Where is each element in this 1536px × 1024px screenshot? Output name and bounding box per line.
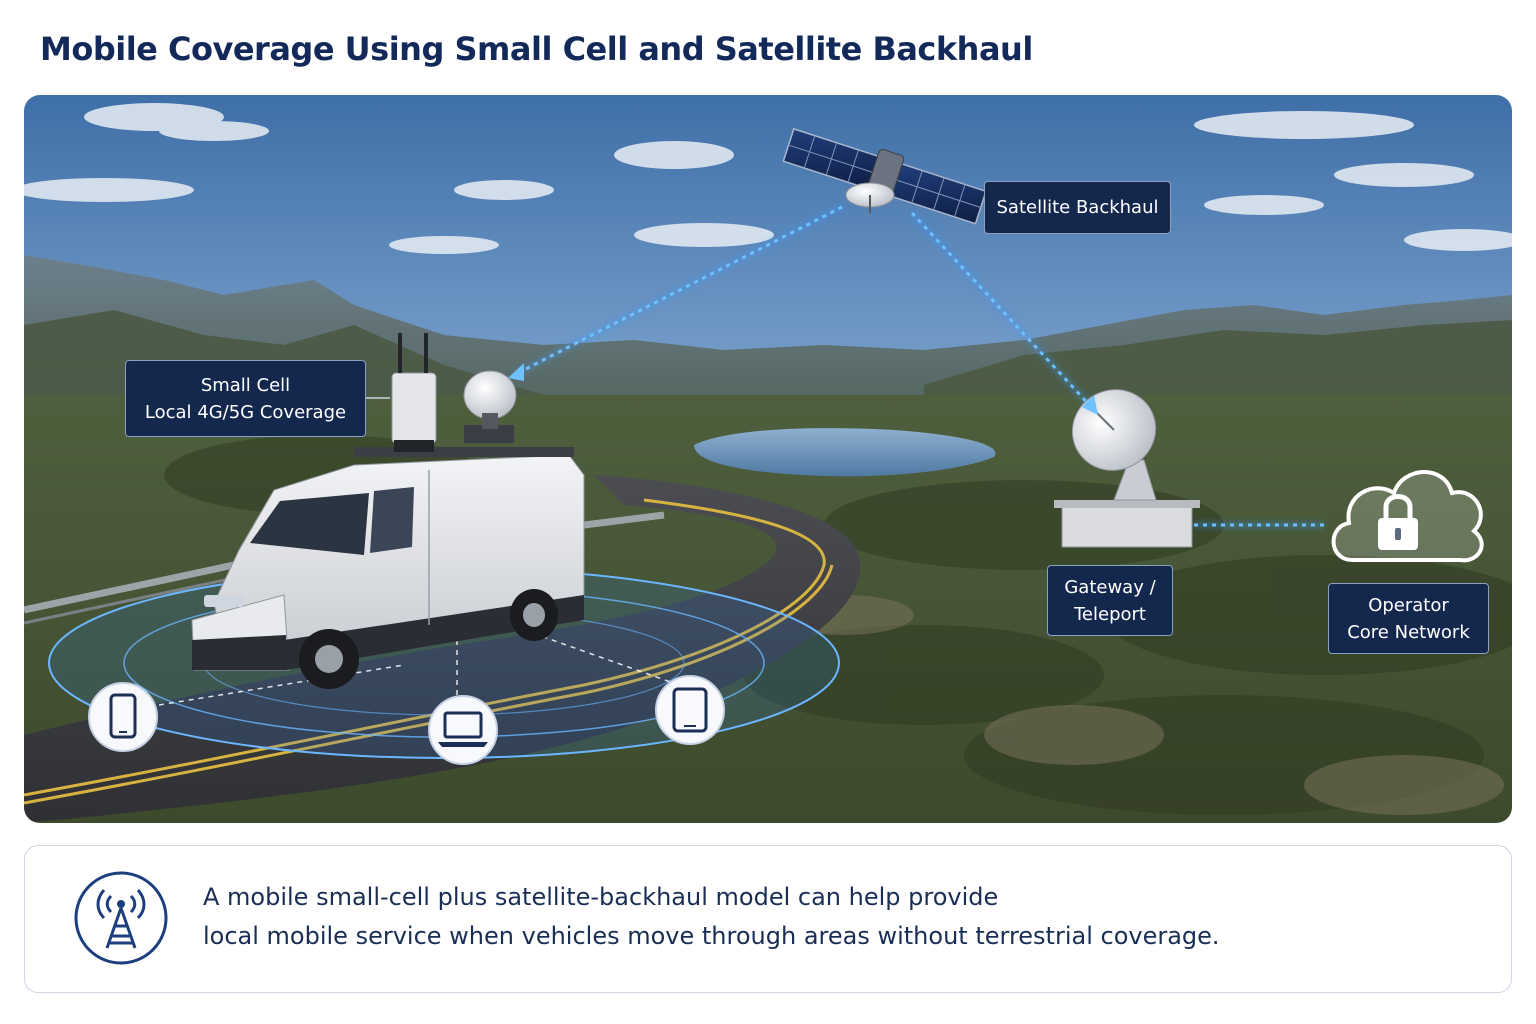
small-cell-label: Small Cell Local 4G/5G Coverage: [125, 360, 366, 437]
clouds: [24, 103, 1512, 254]
gateway-teleport-label: Gateway / Teleport: [1047, 565, 1173, 636]
satellite-to-van-link: [513, 205, 843, 377]
satellite-backhaul-text: Satellite Backhaul: [996, 197, 1159, 218]
operator-core-network-label: Operator Core Network: [1328, 583, 1489, 654]
caption-line2: local mobile service when vehicles move …: [203, 922, 1220, 950]
small-cell-subtitle: Local 4G/5G Coverage: [144, 401, 347, 423]
caption-box: A mobile small-cell plus satellite-backh…: [24, 845, 1512, 993]
page-title: Mobile Coverage Using Small Cell and Sat…: [40, 30, 1033, 68]
satellite-backhaul-label: Satellite Backhaul: [984, 181, 1171, 234]
gateway-line2: Teleport: [1074, 603, 1146, 625]
satellite-links: [508, 204, 1324, 528]
laptop-icon: [428, 695, 498, 765]
operator-line1: Operator: [1368, 594, 1449, 616]
operator-line2: Core Network: [1347, 621, 1470, 643]
cell-tower-icon: [73, 870, 169, 966]
cloud-lock-icon: [1331, 470, 1484, 563]
caption-line1: A mobile small-cell plus satellite-backh…: [203, 883, 999, 911]
small-cell-title: Small Cell: [200, 374, 291, 396]
scene-illustration: Satellite Backhaul Small Cell Local 4G/5…: [24, 95, 1512, 823]
smartphone-icon: [88, 682, 158, 752]
caption-text: A mobile small-cell plus satellite-backh…: [203, 878, 1220, 956]
tablet-icon: [655, 675, 725, 745]
gateway-line1: Gateway /: [1064, 576, 1156, 598]
satellite: [782, 127, 987, 225]
small-cell-van: [191, 333, 585, 689]
